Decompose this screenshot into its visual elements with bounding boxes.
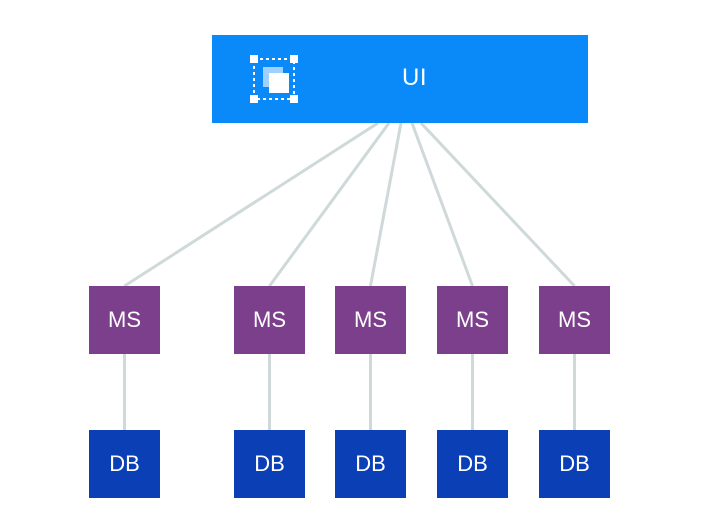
db-label: DB xyxy=(355,451,386,476)
ui-node[interactable]: UI xyxy=(212,35,588,123)
selection-frame-icon xyxy=(250,55,298,103)
ms-label: MS xyxy=(456,307,489,332)
db-node-4[interactable]: DB xyxy=(437,430,508,498)
ms-label: MS xyxy=(108,307,141,332)
db-node-1[interactable]: DB xyxy=(89,430,160,498)
ui-to-ms-connector-5 xyxy=(419,121,576,288)
ui-to-ms-connector-4 xyxy=(410,122,474,287)
ui-to-ms-connector-3 xyxy=(369,122,403,287)
db-node-2[interactable]: DB xyxy=(234,430,305,498)
db-node-3[interactable]: DB xyxy=(335,430,406,498)
ui-label: UI xyxy=(402,64,427,91)
ms-node-4[interactable]: MS xyxy=(437,286,508,354)
db-label: DB xyxy=(109,451,140,476)
ui-to-ms-connector-2 xyxy=(268,122,391,287)
db-label: DB xyxy=(457,451,488,476)
ms-node-2[interactable]: MS xyxy=(234,286,305,354)
db-label: DB xyxy=(254,451,285,476)
ms-label: MS xyxy=(558,307,591,332)
db-label: DB xyxy=(559,451,590,476)
ms-node-5[interactable]: MS xyxy=(539,286,610,354)
ms-label: MS xyxy=(354,307,387,332)
ui-to-ms-connector-1 xyxy=(123,121,379,288)
db-node-5[interactable]: DB xyxy=(539,430,610,498)
ms-node-1[interactable]: MS xyxy=(89,286,160,354)
ms-label: MS xyxy=(253,307,286,332)
ms-node-3[interactable]: MS xyxy=(335,286,406,354)
